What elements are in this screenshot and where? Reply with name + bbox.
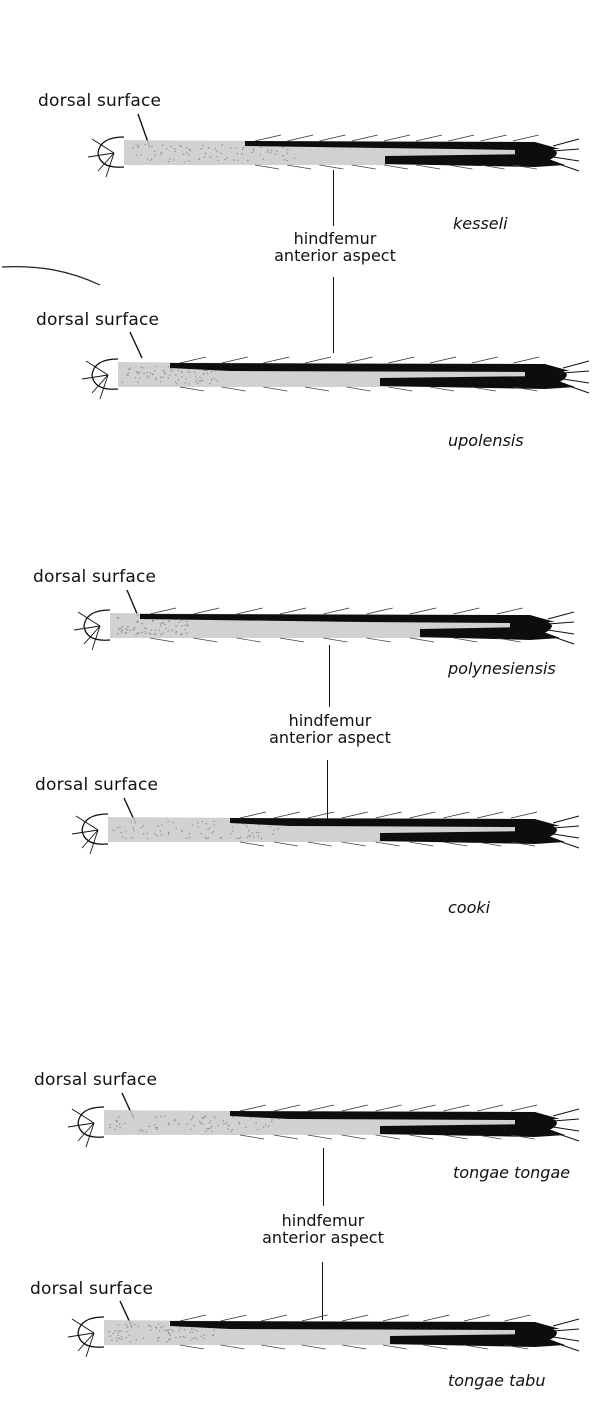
hindfemur-label: hindfemur anterior aspect [238, 1212, 408, 1246]
dark-scale-band-upper [170, 1321, 560, 1330]
hindfemur-label: hindfemur anterior aspect [245, 712, 415, 746]
hindfemur-label-line1: hindfemur [238, 1212, 408, 1229]
hindfemur-drawing-cooki [0, 778, 592, 898]
species-label-tongae-tabu: tongae tabu [448, 1373, 545, 1389]
dark-scale-band-upper [170, 363, 570, 372]
hindfemur-drawing-kesseli [0, 95, 592, 215]
stray-curve [0, 255, 110, 295]
hindfemur-label-line1: hindfemur [245, 712, 415, 729]
center-connector-line [329, 645, 330, 707]
species-label-cooki: cooki [448, 900, 490, 916]
center-connector-line [323, 1148, 324, 1206]
center-connector-line [333, 170, 334, 226]
hindfemur-label-line1: hindfemur [250, 230, 420, 247]
species-label-tongae-tongae: tongae tongae [453, 1165, 570, 1181]
hindfemur-label-line2: anterior aspect [245, 729, 415, 746]
species-label-upolensis: upolensis [448, 433, 524, 449]
species-label-polynesiensis: polynesiensis [448, 661, 556, 677]
species-label-kesseli: kesseli [453, 216, 508, 232]
hindfemur-label-line2: anterior aspect [250, 247, 420, 264]
hindfemur-label: hindfemur anterior aspect [250, 230, 420, 264]
hindfemur-drawing-upolensis [0, 305, 592, 425]
hindfemur-label-line2: anterior aspect [238, 1229, 408, 1246]
